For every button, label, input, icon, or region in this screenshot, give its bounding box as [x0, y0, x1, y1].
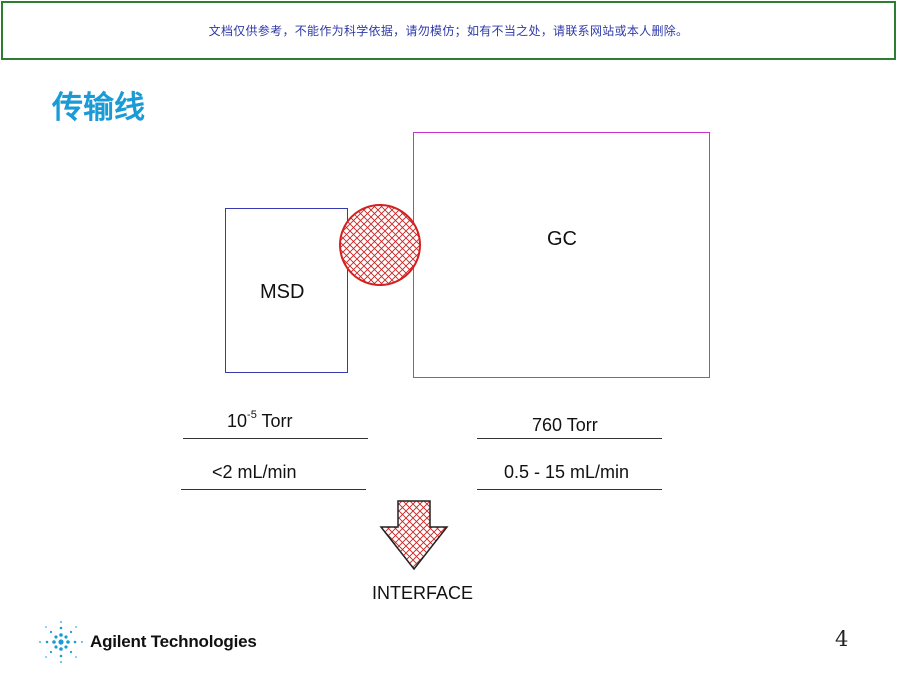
disclaimer-banner: 文档仅供参考，不能作为科学依据，请勿模仿；如有不当之处，请联系网站或本人删除。: [1, 1, 896, 60]
msd-box: [225, 208, 348, 373]
gc-label: GC: [547, 228, 577, 250]
msd-pressure: 10-5 Torr: [227, 409, 293, 431]
page-number: 4: [835, 627, 849, 651]
divider-left-bottom: [181, 489, 366, 490]
msd-flow: <2 mL/min: [212, 462, 297, 482]
brand-name: Agilent Technologies: [90, 632, 257, 651]
transfer-line-circle: [339, 204, 421, 286]
divider-left-top: [183, 438, 368, 439]
disclaimer-text: 文档仅供参考，不能作为科学依据，请勿模仿；如有不当之处，请联系网站或本人删除。: [208, 24, 689, 38]
slide-title: 传输线: [52, 90, 145, 126]
gc-flow: 0.5 - 15 mL/min: [504, 462, 630, 482]
gc-pressure: 760 Torr: [532, 415, 598, 435]
divider-right-bottom: [477, 489, 662, 490]
divider-right-top: [477, 438, 662, 439]
down-arrow-icon: [379, 500, 449, 571]
msd-label: MSD: [260, 281, 305, 303]
interface-label: INTERFACE: [372, 583, 474, 603]
agilent-spark-logo-icon: [39, 621, 83, 663]
